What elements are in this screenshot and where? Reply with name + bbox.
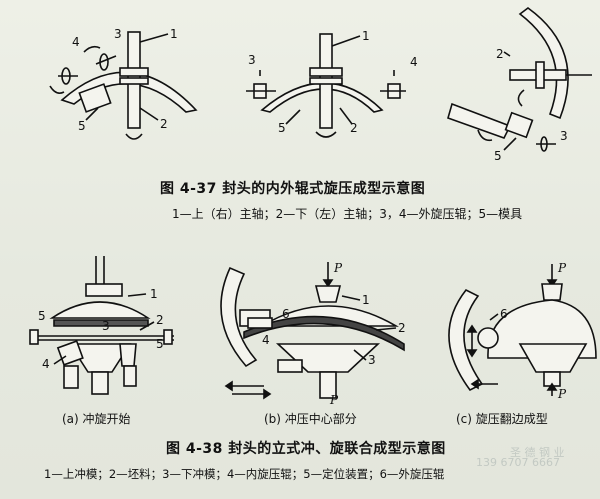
lower-punch-c	[518, 343, 588, 373]
outer-roller-die-b	[220, 266, 258, 368]
die-right	[518, 7, 569, 120]
svg-text:P: P	[333, 261, 343, 275]
svg-text:5: 5	[78, 119, 86, 133]
svg-text:4: 4	[410, 55, 418, 69]
blank-a	[53, 319, 149, 327]
svg-text:6: 6	[282, 307, 290, 321]
roller-arm-right	[447, 102, 512, 139]
roller-5-left	[78, 83, 112, 113]
figure-4-38-title: 图 4-38 封头的立式冲、旋联合成型示意图	[166, 441, 446, 457]
svg-text:1: 1	[170, 27, 178, 41]
outer-roller-6-c	[448, 288, 484, 392]
svg-text:6: 6	[500, 307, 508, 321]
inner-roller-4-a	[56, 340, 84, 366]
locator-5-left-a	[29, 329, 39, 345]
figure-4-37-title: 图 4-37 封头的内外辊式旋压成型示意图	[160, 181, 426, 197]
svg-text:5: 5	[494, 149, 502, 163]
upper-punch-b	[314, 285, 342, 303]
svg-text:5: 5	[156, 337, 164, 351]
svg-text:2: 2	[350, 121, 358, 135]
svg-text:1: 1	[362, 293, 370, 307]
svg-text:3: 3	[560, 129, 568, 143]
svg-text:3: 3	[102, 319, 110, 333]
svg-text:2: 2	[496, 47, 504, 61]
watermark-company: 圣 德 钢 业	[510, 446, 565, 459]
svg-text:3: 3	[248, 53, 256, 67]
upper-punch-a	[85, 283, 123, 297]
subcaption-a: (a) 冲旋开始	[62, 412, 131, 426]
svg-text:4: 4	[42, 357, 50, 371]
figure-4-37-legend: 1—上（右）主轴；2—下（左）主轴；3，4—外旋压辊；5—模具	[172, 207, 523, 221]
lower-punch-a	[68, 343, 132, 373]
svg-text:2: 2	[398, 321, 406, 335]
watermark-phone: 139 6707 6667	[476, 456, 560, 469]
svg-text:P: P	[557, 387, 567, 401]
svg-text:3: 3	[368, 353, 376, 367]
subcaption-c: (c) 旋压翻边成型	[456, 412, 548, 426]
svg-text:P: P	[329, 393, 339, 407]
svg-text:5: 5	[38, 309, 46, 323]
blank-b	[243, 315, 405, 352]
svg-text:5: 5	[278, 121, 286, 135]
figure-4-38-legend: 1—上冲模；2—坯料；3—下冲模；4—内旋压辊；5—定位装置；6—外旋压辊	[44, 467, 445, 481]
svg-text:3: 3	[114, 27, 122, 41]
svg-text:2: 2	[156, 313, 164, 327]
svg-text:1: 1	[150, 287, 158, 301]
locator-5-right-a	[163, 329, 173, 345]
svg-text:4: 4	[72, 35, 80, 49]
upper-punch-c	[541, 283, 563, 301]
die-middle	[260, 82, 384, 113]
svg-text:4: 4	[262, 333, 270, 347]
subcaption-b: (b) 冲压中心部分	[264, 412, 357, 426]
svg-text:1: 1	[362, 29, 370, 43]
svg-text:P: P	[557, 261, 567, 275]
roller-5-right	[504, 111, 534, 139]
svg-text:2: 2	[160, 117, 168, 131]
